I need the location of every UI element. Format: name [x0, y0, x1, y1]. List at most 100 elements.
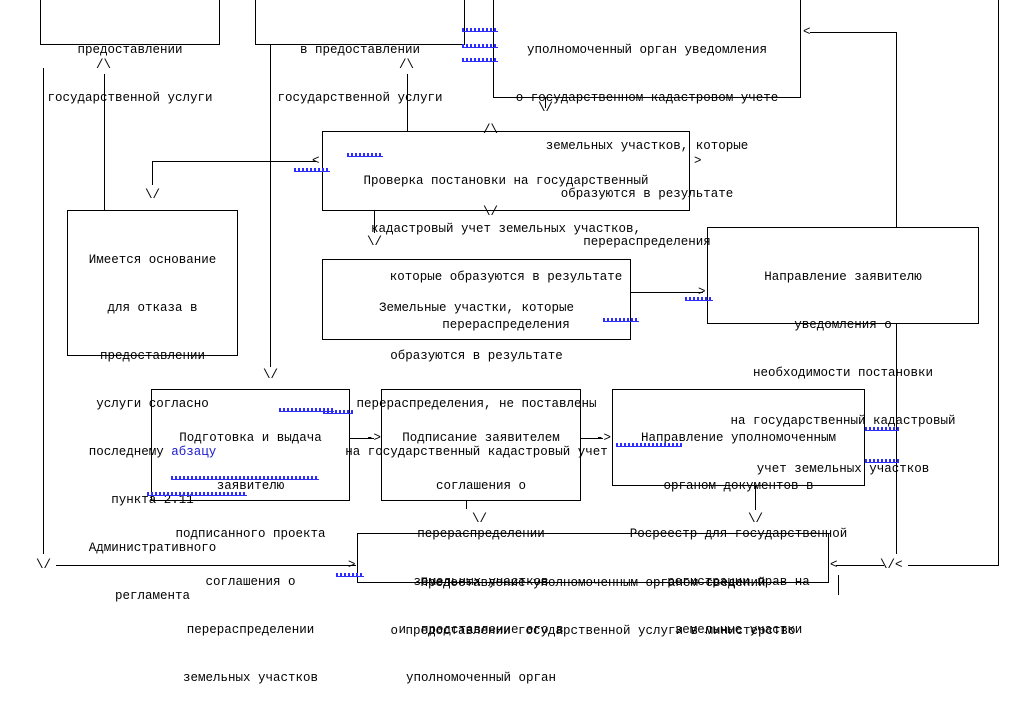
arrow-down-icon: \/ [483, 205, 499, 219]
box-line: подписанного проекта [175, 527, 326, 541]
box-line: о предоставлении государственной услуги … [390, 624, 796, 638]
box-line: Административного [88, 541, 217, 555]
box-line: образуются в результате [560, 187, 734, 201]
connector-line [270, 45, 271, 367]
arrow-up-icon: /\ [96, 58, 112, 72]
box-line: перераспределении [417, 527, 545, 541]
box-line: в предоставлении [299, 43, 421, 57]
arrow-down-icon: \/ [36, 558, 52, 572]
spellcheck-mark [462, 58, 498, 62]
box-line: которые образуются в результате [389, 270, 623, 284]
connector-line [896, 32, 897, 227]
paragraph-link[interactable]: абзацу [171, 445, 217, 459]
arrow-down-icon: \/ [538, 101, 554, 115]
box-line: Имеется основание [88, 253, 217, 267]
box-line: Земельные участки, которые [378, 301, 575, 315]
connector-line [908, 565, 999, 566]
box-line: о государственном кадастровом учете [515, 91, 779, 105]
box-line: Росреестр для государственной [629, 527, 848, 541]
box-line: уполномоченный орган уведомления [526, 43, 768, 57]
box-line: перераспределения, не поставлены [356, 397, 597, 411]
spellcheck-mark [279, 408, 334, 412]
box-line: уведомления о [794, 318, 892, 332]
box-line: соглашения о [205, 575, 296, 589]
box-line: на государственный кадастровый учет [345, 445, 608, 459]
box-sign-agreement: Подписание заявителем соглашения о перер… [381, 389, 581, 685]
spellcheck-mark [616, 443, 682, 447]
box-line: Направление заявителю [764, 270, 922, 284]
box-line: кадастровый учет земельных участков, [370, 222, 642, 236]
arrow-down-icon: \/ [367, 235, 383, 249]
box-line-text: последнему [88, 445, 164, 459]
box-line: образуются в результате [390, 349, 563, 363]
spellcheck-mark [171, 476, 319, 480]
spellcheck-mark [323, 410, 353, 414]
connector-line [581, 438, 603, 439]
connector-line [152, 161, 316, 162]
box-line: Предоставление уполномоченным органом св… [420, 576, 766, 590]
box-line: земельных участков, которые [545, 139, 749, 153]
connector-line [810, 32, 897, 33]
box-send-rosreestr: Направление уполномоченным органом докум… [612, 389, 865, 637]
box-cadastral-notice: уполномоченный орган уведомления о госуд… [493, 0, 801, 249]
arrow-down-icon: \/ [472, 512, 488, 526]
connector-line [374, 211, 375, 233]
box-applicant-notice: Направление заявителю уведомления о необ… [707, 227, 979, 476]
arrow-right-icon: -> [596, 431, 612, 445]
box-line: на государственный кадастровый [730, 414, 956, 428]
connector-line [545, 98, 546, 108]
box-line: необходимости постановки [752, 366, 934, 380]
box-refusal-decision-top: в предоставлении государственной услуги [255, 0, 465, 105]
arrow-left-icon: < [312, 154, 320, 168]
connector-line [43, 68, 44, 554]
arrow-down-icon: \/ [263, 368, 279, 382]
spellcheck-mark [865, 427, 899, 431]
connector-line [755, 486, 756, 510]
box-line: перераспределения [583, 235, 711, 249]
spellcheck-mark [336, 573, 364, 577]
box-line: предоставлении [99, 349, 206, 363]
box-line: Проверка постановки на государственный [363, 174, 649, 188]
connector-line [152, 161, 153, 185]
connector-line [104, 74, 105, 210]
box-ministry-report: Предоставление уполномоченным органом св… [357, 533, 829, 638]
spellcheck-mark [147, 492, 247, 496]
box-line: Подготовка и выдача [179, 431, 322, 445]
arrow-left-icon: < [803, 25, 811, 39]
arrow-right-icon: > [698, 285, 706, 299]
arrow-up-icon: /\ [483, 123, 499, 137]
box-line: перераспределении [186, 623, 315, 637]
arrow-left-icon: \/< [880, 558, 903, 572]
box-refusal-basis: Имеется основание для отказа в предостав… [67, 210, 238, 603]
spellcheck-mark [603, 318, 639, 322]
connector-line [350, 438, 374, 439]
spellcheck-mark [347, 153, 383, 157]
connector-line [836, 565, 884, 566]
connector-line [838, 575, 839, 595]
arrow-right-icon: -> [366, 431, 382, 445]
spellcheck-mark [685, 297, 713, 301]
connector-line [407, 74, 408, 131]
box-line: земельных участков [182, 671, 319, 685]
box-prepare-agreement: Подготовка и выдача заявителю подписанно… [151, 389, 350, 685]
box-not-registered: Земельные участки, которые образуются в … [322, 259, 631, 459]
box-line: перераспределения [442, 318, 570, 332]
connector-line [896, 324, 897, 554]
box-line: Направление уполномоченным [640, 431, 837, 445]
box-line: соглашения о [435, 479, 526, 493]
box-check-cadastral: Проверка постановки на государственный к… [322, 131, 690, 332]
connector-line [56, 565, 356, 566]
spellcheck-mark [462, 44, 498, 48]
box-line: государственной услуги [47, 91, 213, 105]
connector-line [631, 292, 703, 293]
spellcheck-mark [865, 459, 899, 463]
spellcheck-mark [462, 28, 498, 32]
box-line: предоставлении [77, 43, 183, 57]
connector-line [998, 0, 999, 565]
spellcheck-mark [294, 168, 330, 172]
box-line: уполномоченный орган [405, 671, 557, 685]
box-line: последнему абзацу [68, 444, 237, 460]
arrow-right-icon: > [348, 558, 356, 572]
arrow-up-icon: /\ [399, 58, 415, 72]
box-refusal-reason-top: предоставлении государственной услуги [40, 0, 220, 105]
